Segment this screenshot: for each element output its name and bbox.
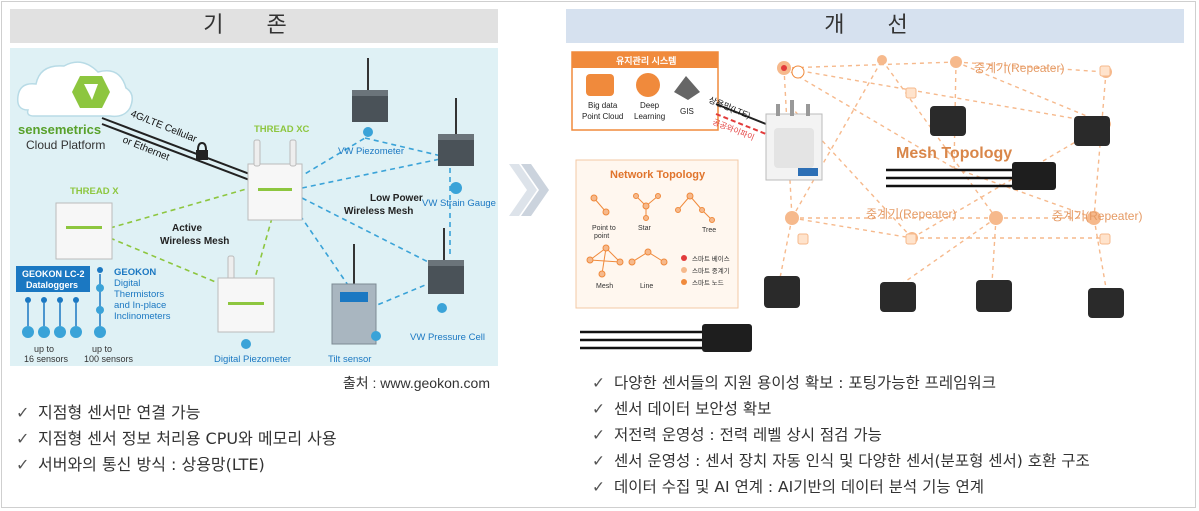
up-to-100-label-1: up to (92, 344, 112, 354)
mesh-links (779, 59, 1107, 289)
link-label-ethernet: or Ethernet (121, 135, 171, 164)
repeater-label-3: 중계기(Repeater) (1052, 209, 1142, 223)
interface-box-icons (702, 162, 1056, 352)
left-diagram-svg: sensemetrics Cloud Platform 4G/LTE Cellu… (16, 58, 496, 365)
vw-piezometer-device-icon (352, 58, 388, 137)
right-check-item: ✓다양한 센서들의 지원 용이성 확보 : 포팅가능한 프레임워크 (592, 370, 1090, 396)
up-to-16-label-1: up to (34, 344, 54, 354)
check-icon: ✓ (592, 400, 605, 418)
check-icon: ✓ (16, 403, 30, 422)
topology-legend-icons (681, 255, 687, 285)
up-to-16-label-2: 16 sensors (24, 354, 69, 364)
legend-node: 스마트 노드 (692, 278, 724, 287)
thread-x-label: THREAD X (70, 186, 119, 197)
lc2-sensor-icons (22, 297, 82, 338)
left-check-item: ✓지점형 센서만 연결 가능 (16, 400, 337, 426)
network-topology-title: Network Topology (610, 169, 706, 181)
thread-x-device-icon (55, 202, 113, 260)
left-diagram: sensemetrics Cloud Platform 4G/LTE Cellu… (10, 48, 498, 366)
left-check-item: ✓지점형 센서 정보 처리용 CPU와 메모리 사용 (16, 426, 337, 452)
mgmt-gis: GIS (680, 107, 694, 116)
thread-xc-label: THREAD XC (254, 124, 310, 135)
tilt-sensor-device-icon (331, 244, 381, 345)
legend-repeater: 스마트 중계기 (692, 266, 730, 275)
legend-base: 스마트 베이스 (692, 254, 730, 263)
topology-p2p-2: point (594, 233, 609, 240)
left-check-item: ✓서버와의 통신 방식 : 상용망(LTE) (16, 452, 337, 478)
gis-icon (674, 76, 700, 100)
thread-xc-device-icon (247, 139, 303, 221)
up-to-100-label-2: 100 sensors (84, 354, 134, 364)
topology-line: Line (640, 283, 653, 290)
geokon-digital-sensor-icons (94, 267, 106, 338)
vw-pressure-cell-device-icon (428, 228, 464, 313)
geokon-digital-label-5: Inclinometers (114, 311, 171, 322)
right-check-item: ✓데이터 수집 및 AI 연계 : AI기반의 데이터 분석 기능 연계 (592, 474, 1090, 500)
distributed-sensor-cables (580, 168, 1012, 350)
geokon-digital-label-2: Digital (114, 278, 140, 289)
right-check-item: ✓저전력 운영성 : 전력 레벨 상시 점검 가능 (592, 422, 1090, 448)
topology-mesh: Mesh (596, 283, 613, 290)
repeater-label-2: 중계기(Repeater) (866, 207, 956, 221)
mesh-topology-label: Mesh Topology (896, 145, 1012, 162)
check-icon: ✓ (16, 455, 30, 474)
sensemetrics-logo-icon (72, 76, 110, 108)
topology-icons (586, 192, 715, 278)
geokon-digital-label-3: Thermistors (114, 289, 164, 300)
base-node-icons (781, 65, 805, 79)
active-mesh-label-1: Active (172, 223, 202, 234)
check-icon: ✓ (16, 429, 30, 448)
mgmt-deep-2: Learning (634, 112, 665, 121)
deep-learning-icon (636, 73, 660, 97)
vw-pressure-cell-label: VW Pressure Cell (410, 332, 485, 343)
vw-piezometer-label: VW Piezometer (338, 146, 404, 157)
check-icon: ✓ (592, 478, 605, 496)
vw-strain-gauge-device-icon (438, 98, 474, 194)
mgmt-bigdata-2: Point Cloud (582, 112, 623, 121)
digital-piezometer-label: Digital Piezometer (214, 354, 291, 365)
network-topology-box (575, 159, 739, 309)
geokon-lc2-box (16, 266, 90, 292)
check-icon: ✓ (592, 452, 605, 470)
right-check-item: ✓센서 데이터 보안성 확보 (592, 396, 1090, 422)
topology-p2p-1: Point to (592, 225, 616, 232)
low-power-label-1: Low Power (370, 193, 423, 204)
left-check-list: ✓지점형 센서만 연결 가능 ✓지점형 센서 정보 처리용 CPU와 메모리 사… (16, 400, 337, 478)
lock-icon (196, 141, 208, 160)
geokon-digital-label-4: and In-place (114, 300, 166, 311)
sensor-node-device-icons (764, 106, 1124, 318)
source-citation: 출처 : www.geokon.com (342, 375, 490, 391)
chevron-right-icon (505, 160, 549, 224)
geokon-digital-label-1: GEOKON (114, 267, 156, 278)
right-diagram-svg: 유지관리 시스템 Big data Point Cloud Deep Learn… (571, 51, 1142, 352)
check-icon: ✓ (592, 426, 605, 444)
check-icon: ✓ (592, 374, 605, 392)
mgmt-bigdata-1: Big data (588, 101, 618, 110)
right-diagram: 유지관리 시스템 Big data Point Cloud Deep Learn… (566, 48, 1186, 358)
geokon-lc2-label-2: Dataloggers (26, 280, 78, 290)
platform-brand: sensemetrics (18, 122, 101, 137)
right-panel-title: 개 선 (566, 9, 1184, 43)
mgmt-title: 유지관리 시스템 (616, 55, 676, 66)
topology-star: Star (638, 225, 652, 232)
tilt-sensor-label: Tilt sensor (328, 354, 371, 365)
geokon-lc2-label-1: GEOKON LC-2 (22, 269, 85, 279)
active-mesh-label-2: Wireless Mesh (160, 236, 229, 247)
smart-node-icons (797, 65, 1111, 245)
digital-piezometer-device-icon (217, 255, 275, 349)
bigdata-icon (586, 74, 614, 96)
vw-strain-gauge-label: VW Strain Gauge (422, 198, 496, 209)
mgmt-deep-1: Deep (640, 101, 660, 110)
smart-base-gateway-icon (765, 100, 823, 181)
repeater-label-1: 중계기(Repeater) (974, 61, 1064, 75)
right-check-list: ✓다양한 센서들의 지원 용이성 확보 : 포팅가능한 프레임워크 ✓센서 데이… (592, 370, 1090, 500)
left-panel-title: 기 존 (10, 9, 498, 43)
low-power-label-2: Wireless Mesh (344, 206, 413, 217)
topology-tree: Tree (702, 227, 716, 234)
platform-name: Cloud Platform (26, 138, 105, 152)
right-check-item: ✓센서 운영성 : 센서 장치 자동 인식 및 다양한 센서(분포형 센서) 호… (592, 448, 1090, 474)
